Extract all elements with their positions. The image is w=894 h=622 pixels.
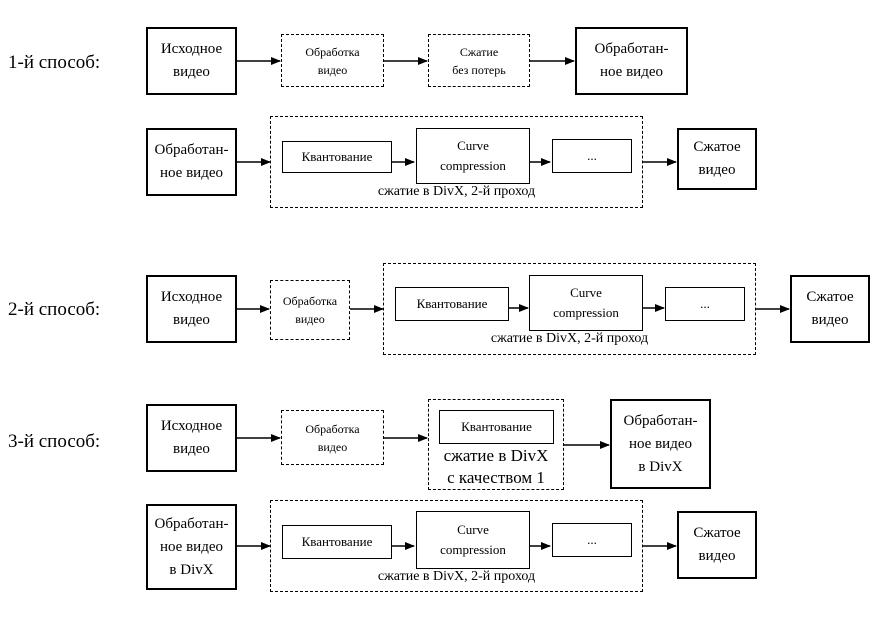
node-label: Обработан- ное видео bbox=[154, 142, 229, 181]
node-label: Исходное видео bbox=[160, 418, 223, 457]
m3-curve-compression-node: Curve compression bbox=[416, 511, 530, 569]
m3-divx-pass2-group bbox=[270, 500, 643, 592]
node-label: Квантование bbox=[301, 149, 373, 164]
node-label: Curve compression bbox=[553, 285, 619, 320]
node-label: Обработан- ное видео в DivX bbox=[154, 515, 229, 578]
m1-quantization-node: Квантование bbox=[282, 141, 392, 173]
node-label: Сжатие без потерь bbox=[452, 44, 506, 77]
m2-compressed-video-node: Сжатое видео bbox=[790, 275, 870, 343]
node-label: Сжатое видео bbox=[806, 289, 854, 328]
m3-divx-quality1-caption: сжатие в DivX с качеством 1 bbox=[443, 446, 549, 487]
node-label: Квантование bbox=[461, 419, 532, 434]
m3-processed-video-divx-input-node: Обработан- ное видео в DivX bbox=[146, 504, 237, 590]
node-label: Обработка видео bbox=[282, 294, 338, 326]
m1-ellipsis-node: ... bbox=[552, 139, 632, 173]
m3-quantization-pass2-node: Квантование bbox=[282, 525, 392, 559]
node-label: Обработка видео bbox=[305, 421, 360, 454]
method-2-label: 2-й способ: bbox=[8, 299, 101, 320]
m1-divx-pass2-caption: сжатие в DivX, 2-й проход bbox=[377, 184, 536, 199]
m1-source-video-node: Исходное видео bbox=[146, 27, 237, 95]
node-label: Сжатое видео bbox=[693, 525, 741, 564]
method-3-label: 3-й способ: bbox=[8, 431, 101, 452]
m2-source-video-node: Исходное видео bbox=[146, 275, 237, 343]
node-label: Curve compression bbox=[440, 138, 506, 173]
m3-source-video-node: Исходное видео bbox=[146, 404, 237, 472]
m2-processing-node: Обработка видео bbox=[270, 280, 350, 340]
node-label: Исходное видео bbox=[160, 289, 223, 328]
m2-ellipsis-node: ... bbox=[665, 287, 745, 321]
m1-compressed-video-node: Сжатое видео bbox=[677, 128, 757, 190]
node-label: Квантование bbox=[301, 534, 373, 549]
node-label: Обработан- ное видео bbox=[594, 41, 669, 80]
m1-processing-node: Обработка видео bbox=[281, 34, 384, 87]
node-label: ... bbox=[587, 148, 597, 163]
node-label: ... bbox=[587, 532, 597, 547]
m2-divx-pass2-caption: сжатие в DivX, 2-й проход bbox=[490, 331, 649, 346]
m3-compressed-video-node: Сжатое видео bbox=[677, 511, 757, 579]
node-label: Исходное видео bbox=[160, 41, 223, 80]
node-label: Сжатое видео bbox=[693, 139, 741, 178]
m3-divx-quality1-group bbox=[428, 399, 564, 490]
m1-lossless-node: Сжатие без потерь bbox=[428, 34, 530, 87]
m1-divx-pass2-group bbox=[270, 116, 643, 208]
node-label: ... bbox=[700, 296, 710, 311]
m2-quantization-node: Квантование bbox=[395, 287, 509, 321]
m3-ellipsis-node: ... bbox=[552, 523, 632, 557]
m2-curve-compression-node: Curve compression bbox=[529, 275, 643, 331]
m2-divx-pass2-group bbox=[383, 263, 756, 355]
node-label: Обработан- ное видео в DivX bbox=[623, 412, 698, 475]
m3-processing-node: Обработка видео bbox=[281, 410, 384, 465]
m1-curve-compression-node: Curve compression bbox=[416, 128, 530, 184]
m3-processed-video-divx-node: Обработан- ное видео в DivX bbox=[610, 399, 711, 489]
node-label: Квантование bbox=[416, 296, 488, 311]
node-label: Curve compression bbox=[440, 522, 506, 557]
m3-quantization-node: Квантование bbox=[439, 410, 554, 444]
m1-processed-video-node: Обработан- ное видео bbox=[575, 27, 688, 95]
m3-divx-pass2-caption: сжатие в DivX, 2-й проход bbox=[377, 569, 536, 584]
method-1-label: 1-й способ: bbox=[8, 52, 101, 73]
m1-processed-video-input-node: Обработан- ное видео bbox=[146, 128, 237, 196]
node-label: Обработка видео bbox=[305, 44, 360, 77]
